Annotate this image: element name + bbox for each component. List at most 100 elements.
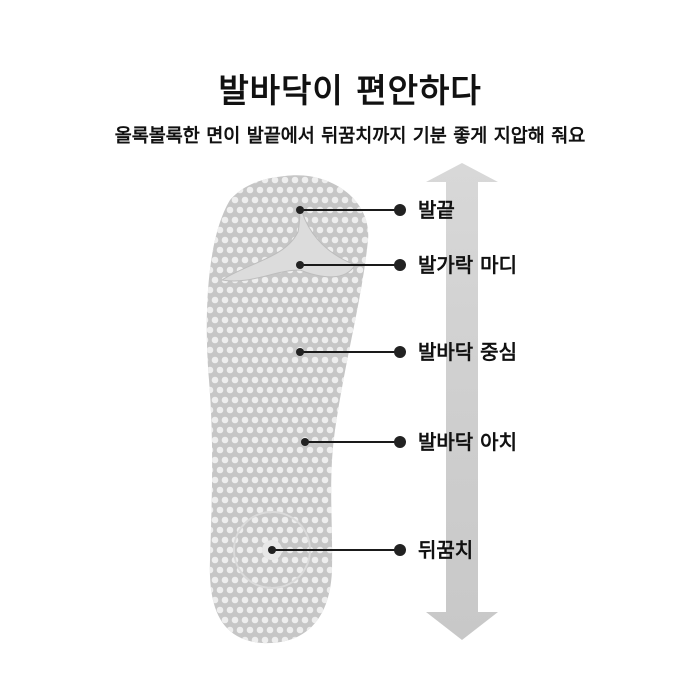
massage-nub xyxy=(286,406,294,414)
massage-nub xyxy=(291,596,299,604)
massage-nub xyxy=(276,626,284,634)
massage-nub xyxy=(251,636,259,644)
massage-nub xyxy=(221,476,229,484)
massage-nub xyxy=(266,346,274,354)
massage-nub xyxy=(251,596,259,604)
massage-nub xyxy=(251,256,259,264)
massage-nub xyxy=(291,376,299,384)
massage-nub xyxy=(321,496,329,504)
massage-nub xyxy=(216,426,224,434)
massage-nub xyxy=(226,306,234,314)
massage-nub xyxy=(321,376,329,384)
massage-nub xyxy=(286,606,294,614)
massage-nub xyxy=(271,196,279,204)
massage-nub xyxy=(281,636,289,644)
massage-nub xyxy=(321,476,329,484)
massage-nub xyxy=(281,356,289,364)
massage-nub xyxy=(316,526,324,534)
massage-nub xyxy=(276,366,284,374)
massage-nub xyxy=(241,336,249,344)
massage-nub xyxy=(221,256,229,264)
massage-nub xyxy=(361,596,369,604)
massage-nub xyxy=(226,346,234,354)
massage-nub xyxy=(256,386,264,394)
massage-nub xyxy=(206,346,214,354)
massage-nub xyxy=(361,416,369,424)
massage-nub xyxy=(316,366,324,374)
massage-nub xyxy=(226,566,234,574)
massage-nub xyxy=(331,396,339,404)
massage-nub xyxy=(346,326,354,334)
massage-nub xyxy=(261,496,269,504)
massage-nub xyxy=(271,336,279,344)
toe-ridge xyxy=(220,204,356,282)
massage-nub xyxy=(286,566,294,574)
massage-nub xyxy=(366,286,369,294)
massage-nub xyxy=(361,276,369,284)
massage-nub xyxy=(351,336,359,344)
massage-nub xyxy=(301,196,309,204)
massage-nub xyxy=(216,346,224,354)
massage-nub xyxy=(286,286,294,294)
massage-nub xyxy=(306,326,314,334)
massage-nub xyxy=(261,296,269,304)
massage-nub xyxy=(321,336,329,344)
massage-nub xyxy=(301,456,309,464)
massage-nub xyxy=(271,416,279,424)
massage-nub xyxy=(226,626,234,634)
massage-nub xyxy=(336,486,344,494)
massage-nub xyxy=(326,226,334,234)
label-heel: 뒤꿈치 xyxy=(418,538,474,562)
massage-nub xyxy=(256,446,264,454)
massage-nub xyxy=(236,246,244,254)
massage-nub xyxy=(261,576,269,584)
massage-nub xyxy=(346,426,354,434)
massage-nub xyxy=(221,336,229,344)
massage-nub xyxy=(291,216,299,224)
massage-nub xyxy=(316,446,324,454)
massage-nub xyxy=(321,636,329,644)
label-sole-center: 발바닥 중심 xyxy=(418,340,517,364)
massage-nub xyxy=(281,336,289,344)
massage-nub xyxy=(211,296,219,304)
massage-nub xyxy=(231,456,239,464)
massage-nub xyxy=(261,236,269,244)
massage-nub xyxy=(276,326,284,334)
massage-nub xyxy=(361,256,369,264)
massage-nub xyxy=(206,256,209,264)
massage-nub xyxy=(311,176,319,184)
massage-nub xyxy=(366,526,369,534)
massage-nub xyxy=(331,316,339,324)
massage-nub xyxy=(296,566,304,574)
massage-nub xyxy=(271,636,279,644)
massage-nub xyxy=(311,596,319,604)
massage-nub xyxy=(246,206,254,214)
massage-nub xyxy=(246,226,254,234)
massage-nub xyxy=(211,496,219,504)
massage-nub xyxy=(316,466,324,474)
massage-nub xyxy=(271,276,279,284)
massage-nub xyxy=(216,586,224,594)
massage-nub xyxy=(336,246,344,254)
massage-nub xyxy=(271,236,279,244)
massage-nub xyxy=(241,636,249,644)
massage-nub xyxy=(326,386,334,394)
massage-nub xyxy=(281,276,289,284)
massage-nub xyxy=(326,566,334,574)
massage-nub xyxy=(336,626,344,634)
massage-nub xyxy=(336,406,344,414)
massage-nub xyxy=(351,636,359,644)
massage-nub xyxy=(281,536,289,544)
massage-nub xyxy=(331,516,339,524)
massage-nub xyxy=(206,216,209,224)
massage-nub xyxy=(206,456,209,464)
massage-nub xyxy=(281,556,289,564)
massage-nub xyxy=(251,356,259,364)
massage-nub xyxy=(231,576,239,584)
massage-nub xyxy=(266,526,274,534)
massage-nub xyxy=(301,596,309,604)
massage-nub xyxy=(291,556,299,564)
massage-nub xyxy=(256,566,264,574)
leader-line xyxy=(268,544,406,556)
massage-nub xyxy=(286,306,294,314)
